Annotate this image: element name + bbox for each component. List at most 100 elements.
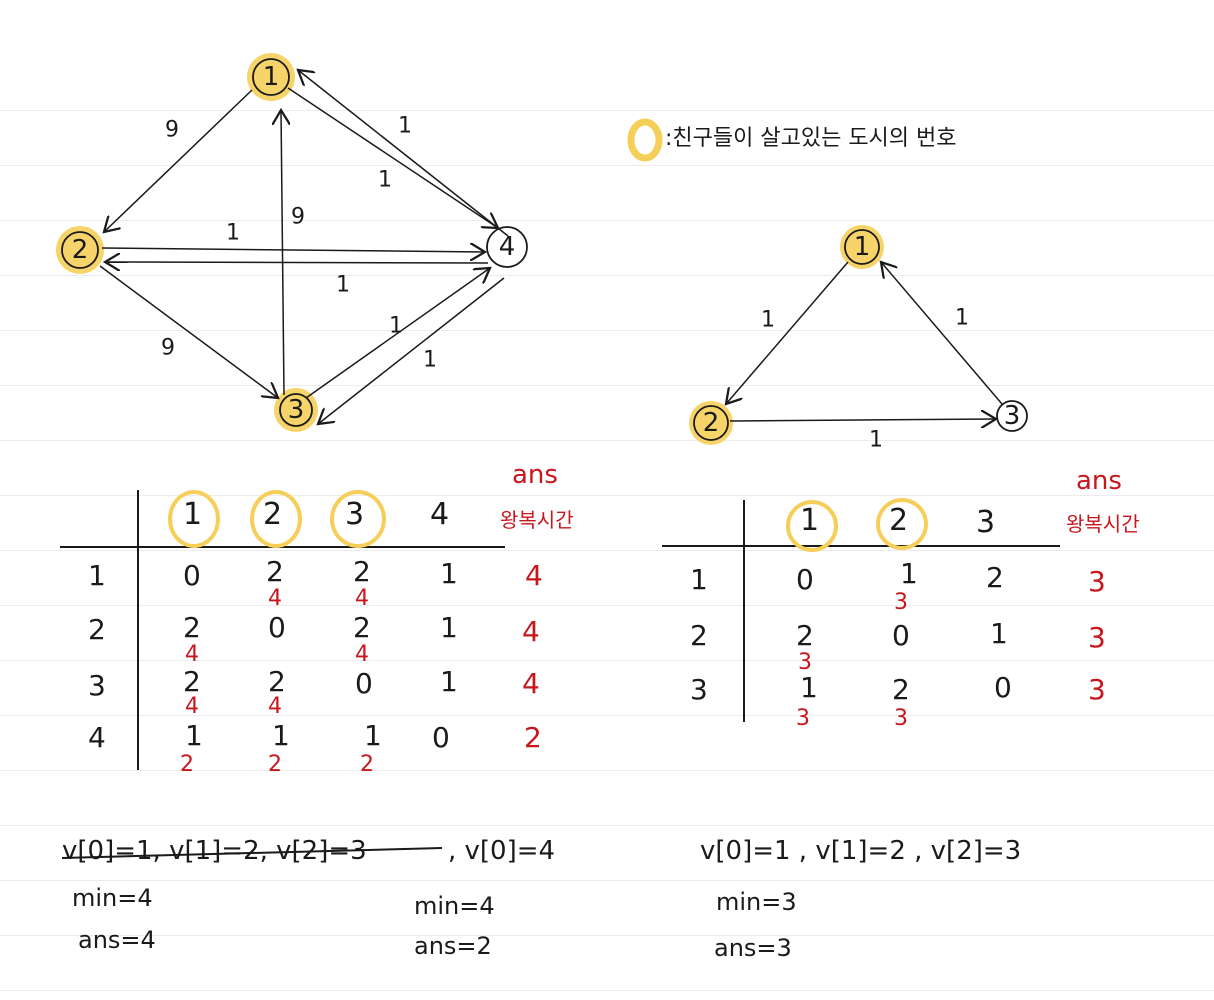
g1-node-label-4: 4	[499, 232, 516, 262]
t1-ans-sub: 왕복시간	[500, 508, 574, 532]
g1-highlight-1	[247, 53, 295, 101]
t1-row-label: 4	[88, 721, 106, 754]
t1-cell: 0	[355, 667, 373, 700]
t2-cell: 1	[900, 557, 918, 590]
t1-cell: 2	[268, 665, 286, 698]
legend-highlight-icon	[627, 118, 663, 162]
g1-node-label-1: 1	[263, 62, 280, 92]
t2-sub: 3	[796, 706, 810, 731]
note-right-min: min=3	[716, 888, 797, 916]
g1-edge-4-2	[105, 262, 489, 263]
g1-edge-2-4	[101, 248, 485, 252]
g1-edge-label: 1	[336, 273, 350, 298]
note-left-struck: v[0]=1, v[1]=2, v[2]=3	[62, 836, 367, 866]
g1-edge-1-2	[104, 89, 253, 232]
g2-node-2	[693, 405, 729, 441]
t2-sub: 3	[894, 706, 908, 731]
t2-header: 1	[800, 503, 820, 538]
g2-node-label-3: 3	[1004, 401, 1021, 431]
g1-edge-4-1	[298, 70, 509, 237]
t1-row-label: 2	[88, 613, 106, 646]
t2-ans: 3	[1088, 565, 1106, 598]
t1-ans: 4	[522, 667, 540, 700]
t2-cell: 2	[986, 561, 1004, 594]
g1-node-label-2: 2	[72, 235, 89, 265]
t2-row-label: 2	[690, 619, 708, 652]
t1-header-highlight-3	[330, 490, 386, 548]
t1-header: 1	[183, 497, 203, 532]
t1-ans: 4	[522, 615, 540, 648]
g1-edge-label: 1	[423, 348, 437, 373]
t2-cell: 1	[990, 617, 1008, 650]
t1-cell: 2	[266, 555, 284, 588]
g1-edge-label: 1	[398, 114, 412, 139]
t2-row-label: 3	[690, 673, 708, 706]
g2-node-1	[844, 229, 880, 265]
t1-header-highlight-2	[250, 490, 302, 548]
t1-cell: 0	[183, 559, 201, 592]
t2-header: 3	[976, 505, 996, 540]
t2-header: 2	[889, 503, 909, 538]
note-mid-min: min=4	[414, 892, 495, 920]
t1-cell: 2	[183, 611, 201, 644]
t1-cell: 1	[440, 665, 458, 698]
g1-edge-3-1	[281, 110, 284, 396]
g2-node-label-2: 2	[703, 408, 720, 438]
t1-cell: 1	[272, 719, 290, 752]
g1-edge-4-3	[318, 277, 505, 424]
g2-edge-label: 1	[869, 428, 883, 453]
t1-cell: 1	[440, 557, 458, 590]
t1-header: 2	[263, 497, 283, 532]
t1-cell: 2	[183, 665, 201, 698]
t1-cell: 1	[185, 719, 203, 752]
g1-node-3	[279, 393, 313, 427]
t1-cell: 0	[432, 721, 450, 754]
t1-sub: 4	[268, 694, 282, 719]
t1-sub: 2	[360, 752, 374, 777]
t2-row-label: 1	[690, 563, 708, 596]
t2-cell: 0	[796, 563, 814, 596]
t2-ans: 3	[1088, 673, 1106, 706]
note-left-ans: ans=4	[78, 926, 156, 954]
g2-edge-3-1	[881, 262, 1003, 405]
g1-node-2	[61, 231, 99, 269]
t1-cell: 2	[353, 555, 371, 588]
t2-header-highlight-2	[876, 498, 928, 550]
t2-cell: 1	[800, 671, 818, 704]
g1-edge-3-4	[305, 268, 490, 399]
g1-edge-label: 9	[165, 118, 179, 143]
g1-edge-label: 9	[291, 205, 305, 230]
t1-cell: 1	[440, 611, 458, 644]
g2-highlight-2	[689, 401, 733, 445]
t1-cell: 1	[364, 719, 382, 752]
g2-edge-1-2	[726, 261, 849, 404]
t2-header-highlight-1	[786, 500, 838, 552]
t1-sub: 2	[180, 752, 194, 777]
t1-header: 4	[430, 497, 450, 532]
g2-edge-2-3	[729, 419, 996, 421]
g1-node-1	[252, 58, 290, 96]
t2-ans-label: ans	[1076, 466, 1122, 496]
t1-sub: 4	[355, 642, 369, 667]
note-left-tail: , v[0]=4	[448, 836, 556, 866]
t2-cell: 0	[892, 619, 910, 652]
g1-edge-label: 1	[389, 314, 403, 339]
t1-ans-label: ans	[512, 460, 558, 490]
g1-edge-2-3	[99, 265, 278, 398]
note-right-line: v[0]=1 , v[1]=2 , v[2]=3	[700, 836, 1022, 866]
g2-node-3	[996, 400, 1028, 432]
g2-edge-label: 1	[955, 306, 969, 331]
t1-header-highlight-1	[168, 490, 220, 548]
t1-sub: 4	[185, 694, 199, 719]
graph2: 1 2 3 1 1 1	[689, 225, 1028, 453]
t1-ans: 2	[524, 721, 542, 754]
t1-row-label: 1	[88, 559, 106, 592]
g1-node-label-3: 3	[288, 395, 305, 425]
t1-sub: 2	[268, 752, 282, 777]
legend-text: :친구들이 살고있는 도시의 번호	[665, 126, 957, 151]
t1-cell: 2	[353, 611, 371, 644]
t2-cell: 0	[994, 671, 1012, 704]
t2-sub: 3	[894, 590, 908, 615]
t2-ans-sub: 왕복시간	[1066, 512, 1140, 536]
t1-sub: 4	[355, 586, 369, 611]
